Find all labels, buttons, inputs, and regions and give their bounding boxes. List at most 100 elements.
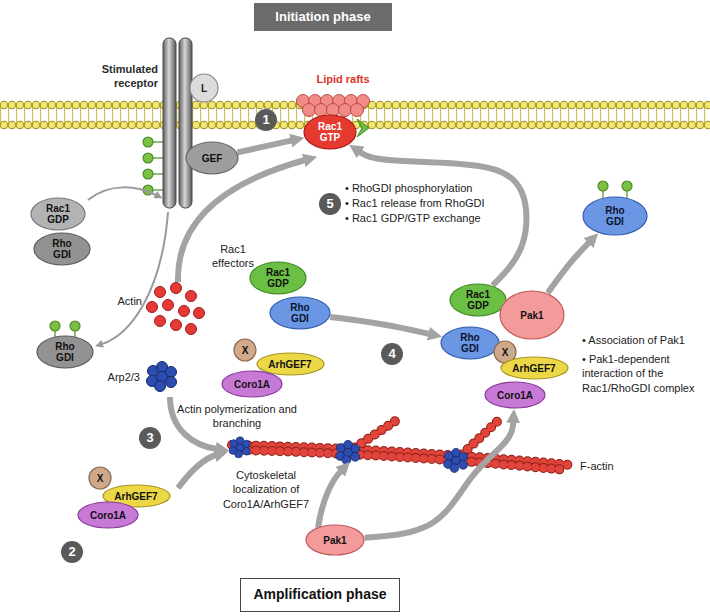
pathway-arrow bbox=[237, 140, 292, 152]
annotation-text: Arp2/3 bbox=[94, 370, 140, 384]
annotation-text: Actin bbox=[96, 294, 142, 308]
callout-number: 3 bbox=[139, 427, 161, 449]
protein-shape: Rho GDI bbox=[33, 232, 91, 266]
annotation-text: • Pak1-dependent interaction of the Rac1… bbox=[582, 352, 706, 395]
ellipse-outline bbox=[270, 297, 330, 329]
protein-shape: Rac1 GDP bbox=[30, 197, 86, 231]
bullet-note: • Rac1 GDP/GTP exchange bbox=[345, 211, 481, 225]
protein-shape: Rac1 GTP bbox=[303, 114, 357, 150]
protein-shape: GEF bbox=[185, 141, 239, 175]
node-text: Rho GDI bbox=[599, 205, 631, 227]
bullet-note: • RhoGDI phosphorylation bbox=[345, 181, 472, 195]
protein-shape: L bbox=[189, 73, 219, 103]
node-text: Rac1 GDP bbox=[42, 203, 74, 225]
ellipse-outline bbox=[34, 233, 90, 265]
protein-shape: Rac1 GDP bbox=[449, 283, 507, 317]
node-text: Pak1 bbox=[520, 310, 543, 321]
protein-shape: Rho GDI bbox=[440, 326, 500, 360]
actin-filament bbox=[232, 417, 570, 470]
ellipse-outline bbox=[222, 371, 282, 397]
callout-number: 2 bbox=[61, 541, 83, 563]
node-text: Rac1 GDP bbox=[462, 289, 494, 311]
callout-number: 5 bbox=[319, 193, 341, 215]
node-text: Coro1A bbox=[497, 390, 533, 401]
ellipse-outline bbox=[583, 197, 647, 235]
node-text: GEF bbox=[202, 153, 223, 164]
arp23-complex bbox=[444, 448, 468, 472]
pathway-arrow bbox=[548, 242, 590, 293]
lipid-raft bbox=[297, 95, 370, 117]
ellipse-outline bbox=[485, 382, 545, 408]
node-text: Rho GDI bbox=[284, 302, 316, 324]
node-text: X bbox=[97, 473, 104, 484]
ellipse-outline bbox=[37, 336, 93, 368]
ellipse-outline bbox=[78, 502, 138, 528]
ellipse-outline bbox=[306, 525, 364, 555]
node-text: Rho GDI bbox=[454, 332, 486, 354]
annotation-text: Actin polymerization and branching bbox=[176, 402, 298, 431]
protein-shape: Rho GDI bbox=[582, 196, 648, 236]
node-text: Rac1 GTP bbox=[314, 121, 346, 143]
ellipse-outline bbox=[234, 339, 256, 361]
node-text: Coro1A bbox=[234, 379, 270, 390]
pathway-arrow bbox=[330, 317, 430, 334]
node-text: Pak1 bbox=[323, 535, 346, 546]
arp23-complex bbox=[336, 440, 360, 464]
annotation-text: Lipid rafts bbox=[298, 72, 388, 86]
arp23-complex bbox=[229, 437, 250, 458]
protein-shape: Pak1 bbox=[305, 524, 365, 556]
actin-monomers bbox=[147, 283, 205, 335]
protein-shape: Coro1A bbox=[221, 370, 283, 398]
pathway-arrow bbox=[365, 422, 514, 538]
protein-shape: Rac1 GDP bbox=[249, 261, 307, 295]
node-text: ArhGEF7 bbox=[114, 491, 157, 502]
arp23-complex bbox=[147, 362, 177, 392]
protein-shape: Pak1 bbox=[499, 290, 565, 340]
callout-number: 4 bbox=[381, 343, 403, 365]
annotation-text: • Association of Pak1 bbox=[582, 333, 706, 347]
ellipse-outline bbox=[190, 74, 218, 102]
node-text: Amplification phase bbox=[253, 587, 386, 602]
annotation-text: Rac1 effectors bbox=[205, 242, 261, 271]
ellipse-outline bbox=[186, 142, 238, 174]
node-text: ArhGEF7 bbox=[268, 359, 311, 370]
node-text: X bbox=[242, 345, 249, 356]
protein-shape: X bbox=[88, 466, 112, 490]
ellipse-outline bbox=[441, 327, 499, 359]
ellipse-outline bbox=[31, 198, 85, 230]
ellipse-outline bbox=[250, 262, 306, 294]
protein-shape: Rho GDI bbox=[36, 335, 94, 369]
ellipse-outline bbox=[501, 357, 568, 379]
protein-shape: Rho GDI bbox=[269, 296, 331, 330]
annotation-text: Stimulated receptor bbox=[88, 62, 158, 91]
ellipse-outline bbox=[89, 467, 111, 489]
node-text: Rho GDI bbox=[46, 238, 78, 260]
node-text: Initiation phase bbox=[275, 10, 370, 24]
ellipse-outline bbox=[257, 353, 324, 375]
node-text: L bbox=[201, 83, 207, 94]
annotation-text: F-actin bbox=[580, 459, 640, 473]
process-arrows bbox=[88, 160, 341, 528]
node-text: Rac1 GDP bbox=[262, 267, 294, 289]
node-text: ArhGEF7 bbox=[512, 363, 555, 374]
phase-box: Amplification phase bbox=[240, 578, 400, 612]
lipid-heads bbox=[4, 121, 710, 130]
protein-shape: X bbox=[233, 338, 257, 362]
protein-shape: ArhGEF7 bbox=[500, 356, 569, 380]
lipid-heads bbox=[4, 122, 710, 129]
node-text: Coro1A bbox=[90, 510, 126, 521]
node-text: Rho GDI bbox=[49, 341, 81, 363]
bullet-note: • Rac1 release from RhoGDI bbox=[345, 196, 485, 210]
protein-shape: Coro1A bbox=[77, 501, 139, 529]
ellipse-outline bbox=[450, 284, 506, 316]
ellipse-outline bbox=[304, 115, 356, 149]
receptor-chain bbox=[163, 38, 176, 208]
node-text: X bbox=[502, 347, 509, 358]
phase-box: Initiation phase bbox=[254, 3, 392, 31]
ellipse-outline bbox=[500, 291, 564, 339]
receptor-chain bbox=[179, 38, 192, 208]
receptor bbox=[163, 38, 192, 208]
annotation-text: Cytoskeletal localization of Coro1A/ArhG… bbox=[214, 468, 318, 511]
protein-shape: Coro1A bbox=[484, 381, 546, 409]
